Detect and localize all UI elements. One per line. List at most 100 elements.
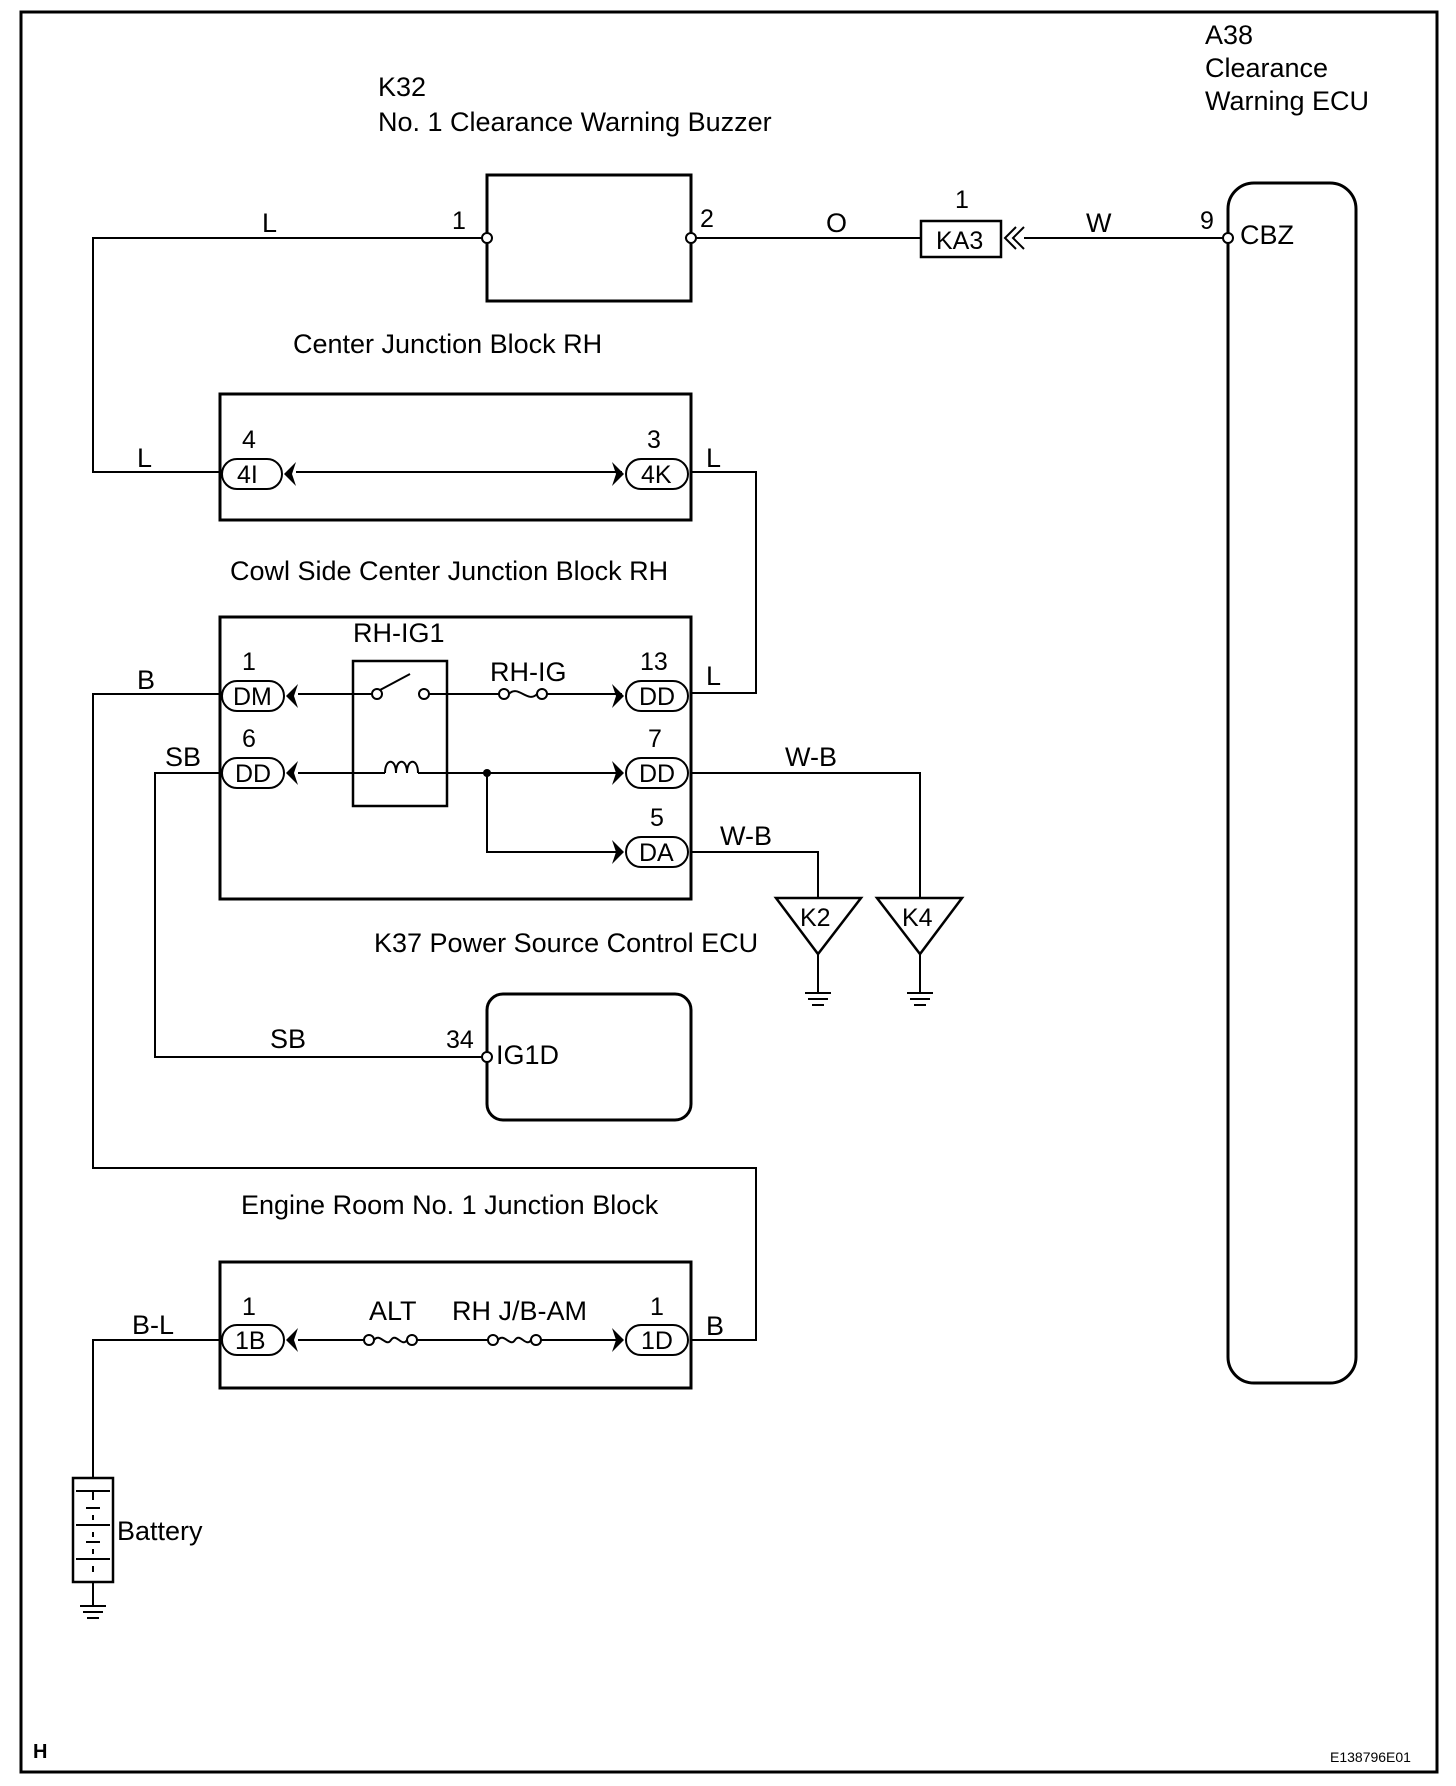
- wire-label-l-cowl: L: [706, 661, 721, 691]
- ground-k2-symbol: [805, 954, 831, 1006]
- cowl-relay-label: RH-IG1: [353, 618, 445, 648]
- engine-jb-left-arrow: [286, 1328, 298, 1352]
- connector-ka3-chevrons: [1003, 226, 1025, 250]
- power-ecu-terminal-label: IG1D: [496, 1040, 559, 1070]
- ground-k4-symbol: [907, 954, 933, 1006]
- cowl-conn-dd13-label: DD: [639, 683, 675, 711]
- engine-fuse-am-label: RH J/B-AM: [452, 1296, 587, 1326]
- ecu-name-line1: Clearance: [1205, 53, 1328, 83]
- engine-jb-right-conn: [625, 1324, 689, 1356]
- footer-section-letter: H: [33, 1741, 47, 1763]
- power-ecu-pin: 34: [446, 1026, 474, 1054]
- engine-fuse-alt-end-b: [406, 1334, 418, 1346]
- wire-label-sb-ecu: SB: [270, 1024, 306, 1054]
- engine-jb-box: [218, 1260, 693, 1390]
- buzzer-pin2: 2: [700, 205, 714, 233]
- cowl-dd7-arrow: [612, 761, 624, 785]
- center-jb-left-pin: 4: [242, 426, 256, 454]
- cowl-conn-da: [625, 836, 689, 868]
- engine-jb-right-pin: 1: [650, 1293, 664, 1321]
- wire-wb-dd7: [691, 772, 921, 898]
- center-jb-right-pin: 3: [647, 426, 661, 454]
- relay-switch-contact-b: [418, 688, 430, 700]
- wire-label-b-cowl: B: [137, 665, 155, 695]
- engine-jb-left-conn: [221, 1324, 285, 1356]
- center-jb-title: Center Junction Block RH: [293, 329, 602, 359]
- wire-label-o: O: [826, 208, 847, 238]
- buzzer-terminal-2: [685, 232, 697, 244]
- wire-label-l-jb-right: L: [706, 443, 721, 473]
- wire-bl-battery: [92, 1339, 220, 1478]
- cowl-conn-da-label: DA: [639, 839, 674, 867]
- cowl-pin-13: 13: [640, 648, 668, 676]
- engine-jb-right-conn-label: 1D: [641, 1327, 673, 1355]
- cowl-pin-1: 1: [242, 648, 256, 676]
- buzzer-terminal-1: [481, 232, 493, 244]
- cowl-relay-box: [351, 659, 449, 808]
- wire-b-cowl-in: [92, 693, 757, 1341]
- buzzer-name: No. 1 Clearance Warning Buzzer: [378, 107, 772, 137]
- cowl-pin-5: 5: [650, 804, 664, 832]
- ground-k4-triangle: [874, 896, 965, 957]
- relay-coil: [384, 760, 419, 774]
- center-jb-box: [218, 392, 693, 522]
- ecu-pin: 9: [1200, 207, 1214, 235]
- engine-jb-left-pin: 1: [242, 1293, 256, 1321]
- power-ecu-terminal: [481, 1051, 493, 1063]
- engine-jb-title: Engine Room No. 1 Junction Block: [241, 1190, 659, 1220]
- cowl-da-arrow: [612, 840, 624, 864]
- ecu-box: [1226, 181, 1358, 1385]
- wire-label-sb-cowl: SB: [165, 742, 201, 772]
- buzzer-pin1: 1: [452, 207, 466, 235]
- engine-fuse-alt-element: [373, 1336, 408, 1344]
- wire-l-buzzer: [92, 237, 482, 473]
- engine-fuse-am-end-a: [487, 1334, 499, 1346]
- wire-label-l-jb-left: L: [137, 443, 152, 473]
- cowl-conn-dm: [221, 680, 285, 712]
- cowl-dd13-arrow: [612, 684, 624, 708]
- connector-ka3-pin: 1: [955, 186, 969, 214]
- cowl-fuse-end-b: [536, 688, 548, 700]
- connector-ka3-label: KA3: [936, 227, 983, 255]
- buzzer-code: K32: [378, 72, 426, 102]
- relay-switch-blade: [379, 673, 411, 691]
- center-jb-left-conn: [221, 458, 283, 490]
- cowl-pin-7: 7: [648, 725, 662, 753]
- engine-fuse-am-end-b: [530, 1334, 542, 1346]
- engine-fuse-am-element: [497, 1336, 532, 1344]
- center-jb-left-conn-label: 4I: [237, 461, 258, 489]
- ecu-code: A38: [1205, 20, 1253, 50]
- cowl-conn-dd7-label: DD: [639, 760, 675, 788]
- ground-k2-label: K2: [800, 904, 831, 932]
- cowl-fuse-end-a: [498, 688, 510, 700]
- cowl-conn-dd13: [625, 680, 689, 712]
- cowl-dd6-arrow: [286, 761, 298, 785]
- cowl-conn-dm-label: DM: [233, 683, 272, 711]
- buzzer-box: [485, 173, 693, 303]
- center-jb-right-conn: [625, 458, 689, 490]
- wire-l-jb-to-cowl: [691, 471, 757, 694]
- cowl-conn-dd7: [625, 757, 689, 789]
- cowl-fuse-label: RH-IG: [490, 657, 567, 687]
- page-frame: [19, 10, 1439, 1774]
- wire-label-l-top: L: [262, 208, 277, 238]
- wire-label-b-engine: B: [706, 1311, 724, 1341]
- cowl-conn-dd6-label: DD: [235, 760, 271, 788]
- engine-jb-right-arrow: [612, 1328, 624, 1352]
- cowl-wire-junction-da: [486, 773, 622, 853]
- center-jb-right-conn-label: 4K: [641, 461, 672, 489]
- battery-cells: [76, 1490, 110, 1572]
- center-jb-right-arrow: [612, 462, 624, 486]
- connector-ka3-box: [919, 219, 1003, 259]
- engine-jb-left-conn-label: 1B: [235, 1327, 266, 1355]
- wire-label-w: W: [1086, 208, 1112, 238]
- cowl-conn-dd6: [221, 757, 285, 789]
- wire-sb-cowl-in: [154, 772, 482, 1058]
- power-ecu-title: K37 Power Source Control ECU: [374, 928, 758, 958]
- wire-label-wb-dd7: W-B: [785, 742, 837, 772]
- wire-label-wb-da: W-B: [720, 821, 772, 851]
- engine-fuse-alt-label: ALT: [369, 1296, 417, 1326]
- cowl-fuse-element: [508, 690, 538, 698]
- cowl-jb-box: [218, 615, 693, 901]
